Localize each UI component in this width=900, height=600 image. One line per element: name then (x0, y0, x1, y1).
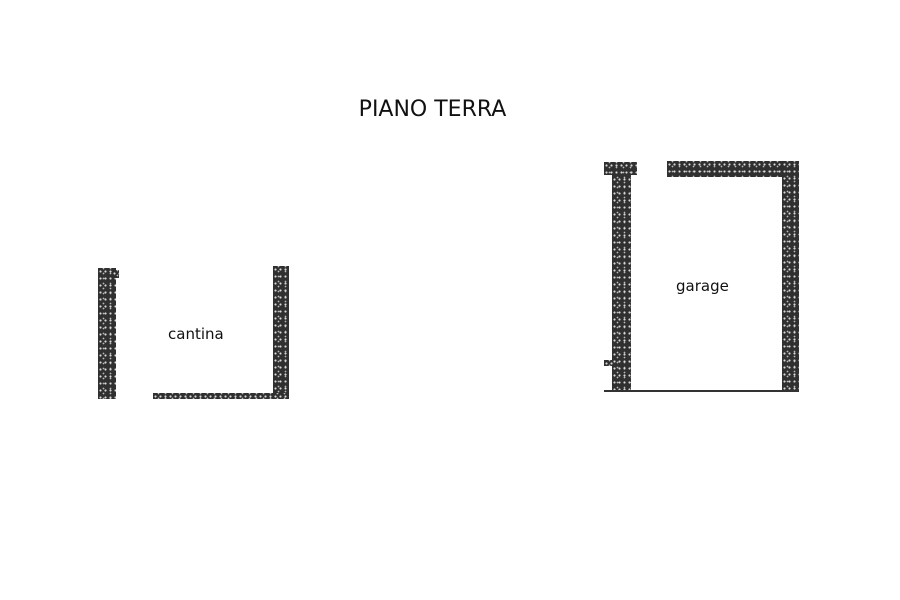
cantina-left-wall (98, 268, 116, 399)
floor-title: PIANO TERRA (358, 97, 507, 122)
garage-left-wall (612, 162, 631, 392)
garage-top-wall (667, 161, 799, 177)
room-label-cantina: cantina (168, 325, 224, 343)
cantina-left-wall-notch (112, 270, 119, 278)
garage-bottom-line (604, 390, 799, 392)
garage-top-left-stub (604, 162, 637, 175)
garage-left-wall-notch (604, 360, 613, 366)
cantina-bottom-wall (153, 393, 289, 399)
room-label-garage: garage (676, 277, 729, 295)
cantina-right-wall (273, 266, 289, 399)
garage-right-wall (782, 161, 799, 392)
